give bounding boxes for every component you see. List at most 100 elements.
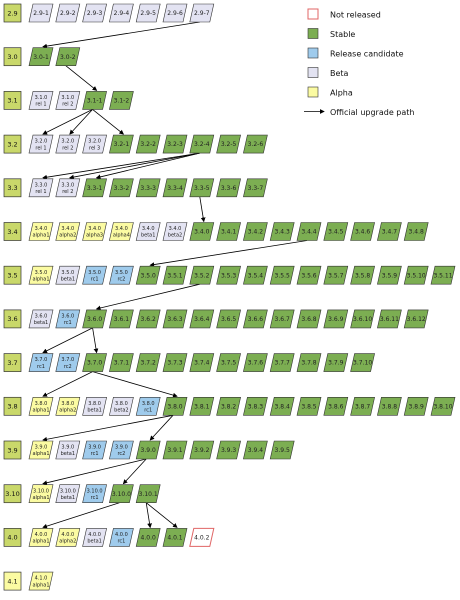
svg-text:3.2-2: 3.2-2 bbox=[140, 141, 156, 148]
release-3-6-1: 3.6.1 bbox=[109, 309, 134, 329]
release-3-8-1: 3.8.1 bbox=[189, 396, 215, 416]
svg-text:3.5.2: 3.5.2 bbox=[194, 272, 209, 279]
upgrade-path-arrow bbox=[122, 458, 147, 485]
release-3-6-10: 3.6.10 bbox=[350, 309, 375, 329]
release-3-8-7: 3.8.7 bbox=[350, 396, 375, 416]
svg-text:3.6.0: 3.6.0 bbox=[61, 314, 74, 320]
release-3-5-1: 3.5.1 bbox=[162, 265, 188, 285]
row-label: 3.7 bbox=[3, 353, 22, 372]
row-label: 3.6 bbox=[3, 309, 22, 329]
svg-text:3.5.11: 3.5.11 bbox=[433, 272, 452, 279]
row-label: 3.2 bbox=[3, 134, 22, 154]
svg-text:3.6.0: 3.6.0 bbox=[35, 314, 48, 320]
release-3-8-10: 3.8.10 bbox=[430, 396, 456, 416]
upgrade-path-arrow bbox=[42, 502, 120, 529]
release-4-0-0: 4.0.0 bbox=[135, 528, 161, 547]
release-3-5-10: 3.5.10 bbox=[403, 265, 429, 285]
svg-text:2.9: 2.9 bbox=[7, 9, 17, 17]
release-3-4-3: 3.4.3 bbox=[269, 222, 295, 241]
svg-text:3.2.0: 3.2.0 bbox=[61, 139, 74, 145]
svg-text:3.10.0: 3.10.0 bbox=[60, 488, 76, 494]
svg-text:alpha3: alpha3 bbox=[86, 233, 103, 239]
svg-text:rc1: rc1 bbox=[37, 364, 45, 370]
release-3-7-3: 3.7.3 bbox=[162, 353, 188, 372]
release-3-6-2: 3.6.2 bbox=[135, 309, 161, 329]
svg-text:4.0.0: 4.0.0 bbox=[61, 532, 74, 538]
svg-text:3.10.0: 3.10.0 bbox=[87, 488, 103, 494]
svg-text:3.5: 3.5 bbox=[7, 272, 17, 280]
release-3-7-9: 3.7.9 bbox=[323, 353, 349, 372]
svg-text:3.8.3: 3.8.3 bbox=[248, 403, 263, 410]
svg-text:3.8.0: 3.8.0 bbox=[88, 401, 101, 407]
svg-text:3.10: 3.10 bbox=[5, 490, 19, 498]
svg-text:3.6.11: 3.6.11 bbox=[380, 316, 399, 323]
svg-text:rel 1: rel 1 bbox=[35, 189, 46, 195]
release-3-3-1: 3.3-1 bbox=[82, 178, 107, 198]
release-2-9-7: 2.9-7 bbox=[189, 3, 215, 23]
upgrade-path-arrow bbox=[145, 502, 152, 529]
upgrade-path-arrow bbox=[95, 152, 200, 180]
release-3-5-7: 3.5.7 bbox=[323, 265, 349, 285]
svg-text:3.4.0: 3.4.0 bbox=[115, 226, 128, 232]
svg-text:rc1: rc1 bbox=[117, 539, 125, 545]
svg-text:3.1.0: 3.1.0 bbox=[35, 95, 48, 101]
release-3-7-4: 3.7.4 bbox=[189, 353, 215, 372]
svg-text:3.3-3: 3.3-3 bbox=[140, 185, 156, 192]
svg-text:3.4.7: 3.4.7 bbox=[382, 229, 397, 236]
release-4-0-1: 4.0.1 bbox=[162, 528, 188, 547]
release-3-3-6: 3.3-6 bbox=[216, 178, 241, 198]
svg-text:3.1: 3.1 bbox=[7, 97, 17, 105]
svg-text:Official upgrade path: Official upgrade path bbox=[330, 108, 414, 117]
svg-text:3.9.4: 3.9.4 bbox=[248, 447, 263, 454]
svg-text:rel 1: rel 1 bbox=[35, 145, 46, 151]
svg-text:3.6.4: 3.6.4 bbox=[194, 316, 209, 323]
release-3-5-6: 3.5.6 bbox=[296, 265, 322, 285]
svg-text:3.7.7: 3.7.7 bbox=[275, 360, 290, 367]
svg-text:3.8.9: 3.8.9 bbox=[409, 403, 424, 410]
release-3-8-0: 3.8.0 bbox=[162, 396, 188, 416]
upgrade-path-arrow bbox=[65, 65, 98, 91]
svg-text:3.6.10: 3.6.10 bbox=[353, 316, 372, 323]
svg-text:alpha2: alpha2 bbox=[59, 408, 76, 414]
svg-text:3.8.0: 3.8.0 bbox=[167, 403, 182, 410]
svg-text:3.8.10: 3.8.10 bbox=[433, 403, 452, 410]
svg-text:3.7.8: 3.7.8 bbox=[301, 360, 316, 367]
svg-text:alpha1: alpha1 bbox=[32, 451, 49, 457]
release-3-8-2: 3.8.2 bbox=[216, 396, 241, 416]
svg-text:3.3-6: 3.3-6 bbox=[221, 185, 237, 192]
release-3-7-6: 3.7.6 bbox=[243, 353, 268, 372]
row-label: 3.0 bbox=[3, 47, 22, 67]
svg-text:Stable: Stable bbox=[330, 30, 355, 39]
release-3-9-4: 3.9.4 bbox=[243, 440, 268, 460]
upgrade-path-arrow bbox=[92, 371, 178, 398]
row-label: 3.1 bbox=[3, 91, 22, 110]
release-3-6-4: 3.6.4 bbox=[189, 309, 215, 329]
release-3-5-0: 3.5.0 bbox=[135, 265, 161, 285]
legend-item-alpha: Alpha bbox=[307, 86, 353, 98]
release-3-3-3: 3.3-3 bbox=[135, 178, 161, 198]
legend-item-stable: Stable bbox=[307, 28, 355, 39]
svg-text:3.9.3: 3.9.3 bbox=[221, 447, 236, 454]
svg-text:3.1.0: 3.1.0 bbox=[61, 95, 74, 101]
release-3-4-4: 3.4.4 bbox=[296, 222, 322, 241]
svg-text:3.3-2: 3.3-2 bbox=[114, 185, 130, 192]
release-3-8-3: 3.8.3 bbox=[243, 396, 268, 416]
svg-text:3.5.0: 3.5.0 bbox=[115, 270, 128, 276]
svg-text:3.9.0: 3.9.0 bbox=[35, 445, 48, 451]
svg-text:rel 2: rel 2 bbox=[62, 145, 73, 151]
